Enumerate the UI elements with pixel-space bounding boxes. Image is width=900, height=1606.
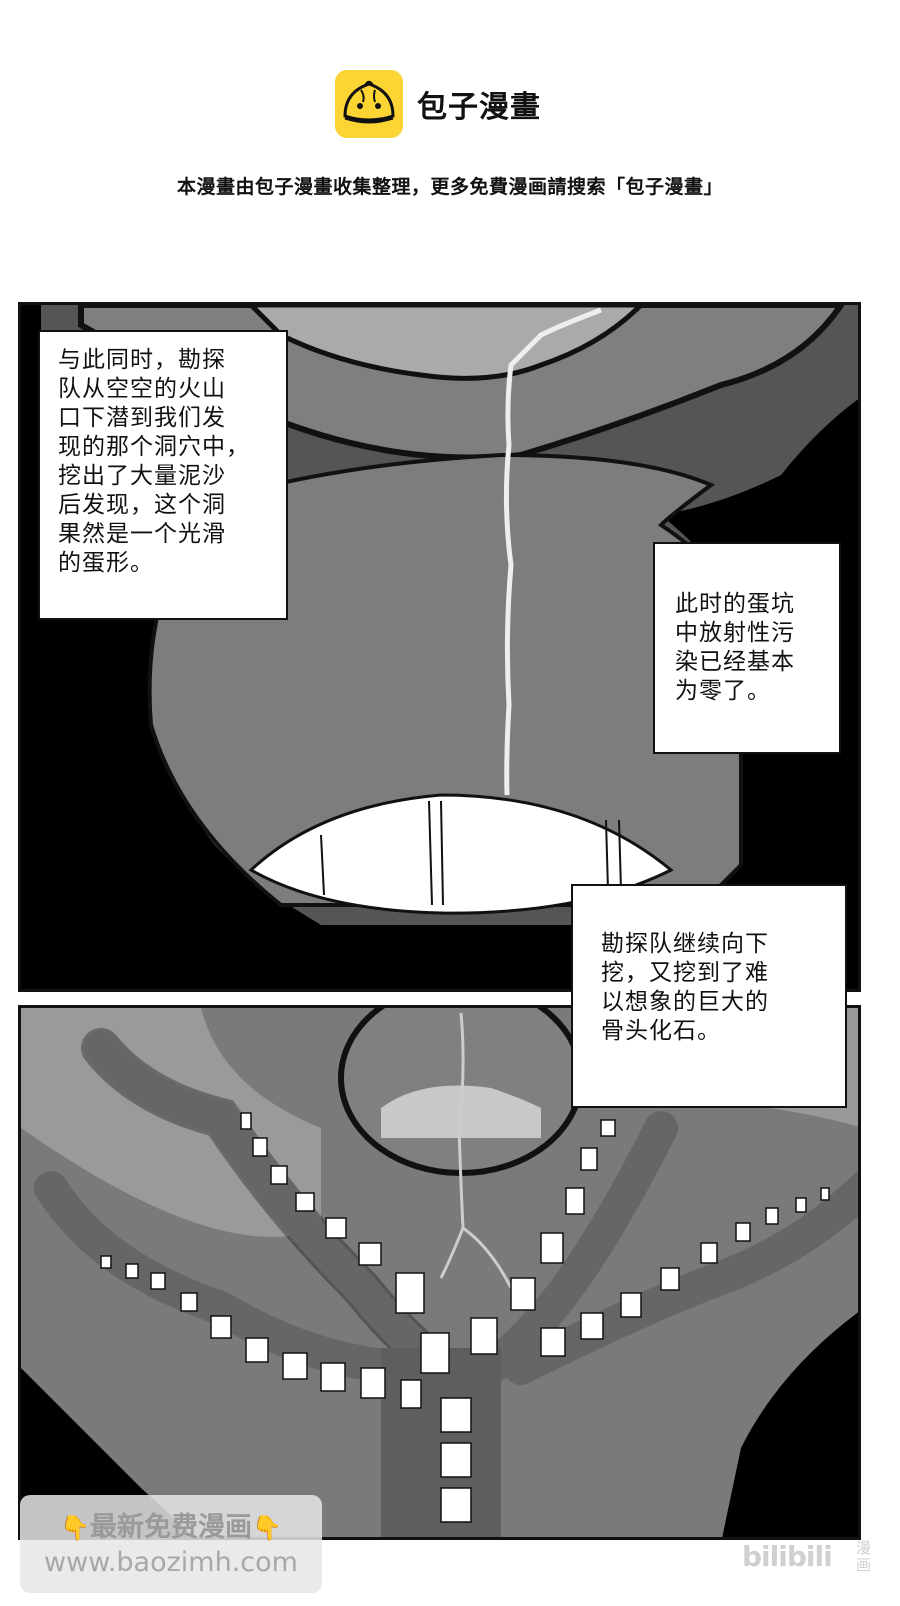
watermark-url[interactable]: www.baozimh.com [44,1547,298,1578]
narration-caption-3: 勘探队继续向下 挖，又挖到了难 以想象的巨大的 骨头化石。 [571,884,847,1108]
pointing-down-hand-icon: 👇 [60,1514,90,1542]
watermark-headline: 👇最新免费漫画👇 [20,1505,322,1544]
site-name: 包子漫畫 [417,90,541,125]
pointing-down-hand-icon: 👇 [252,1514,282,1542]
page-header: 包子漫畫 本漫畫由包子漫畫收集整理，更多免費漫画請搜索「包子漫畫」 [0,0,900,280]
comic-panel-2 [18,1005,861,1540]
steamed-bun-icon [335,70,403,138]
site-watermark-banner[interactable]: 👇最新免费漫画👇 www.baozimh.com [20,1495,322,1593]
site-logo[interactable]: 包子漫畫 [335,70,541,138]
bilibili-manga-label: 漫画 [856,1539,872,1574]
narration-caption-1: 与此同时，勘探 队从空空的火山 口下潜到我们发 现的那个洞穴中， 挖出了大量泥沙… [38,330,288,620]
collection-notice: 本漫畫由包子漫畫收集整理，更多免費漫画請搜索「包子漫畫」 [176,176,723,198]
watermark-headline-text: 最新免费漫画 [90,1512,252,1543]
bilibili-logo: bilibili [742,1540,833,1573]
narration-caption-2: 此时的蛋坑 中放射性污 染已经基本 为零了。 [653,542,841,754]
